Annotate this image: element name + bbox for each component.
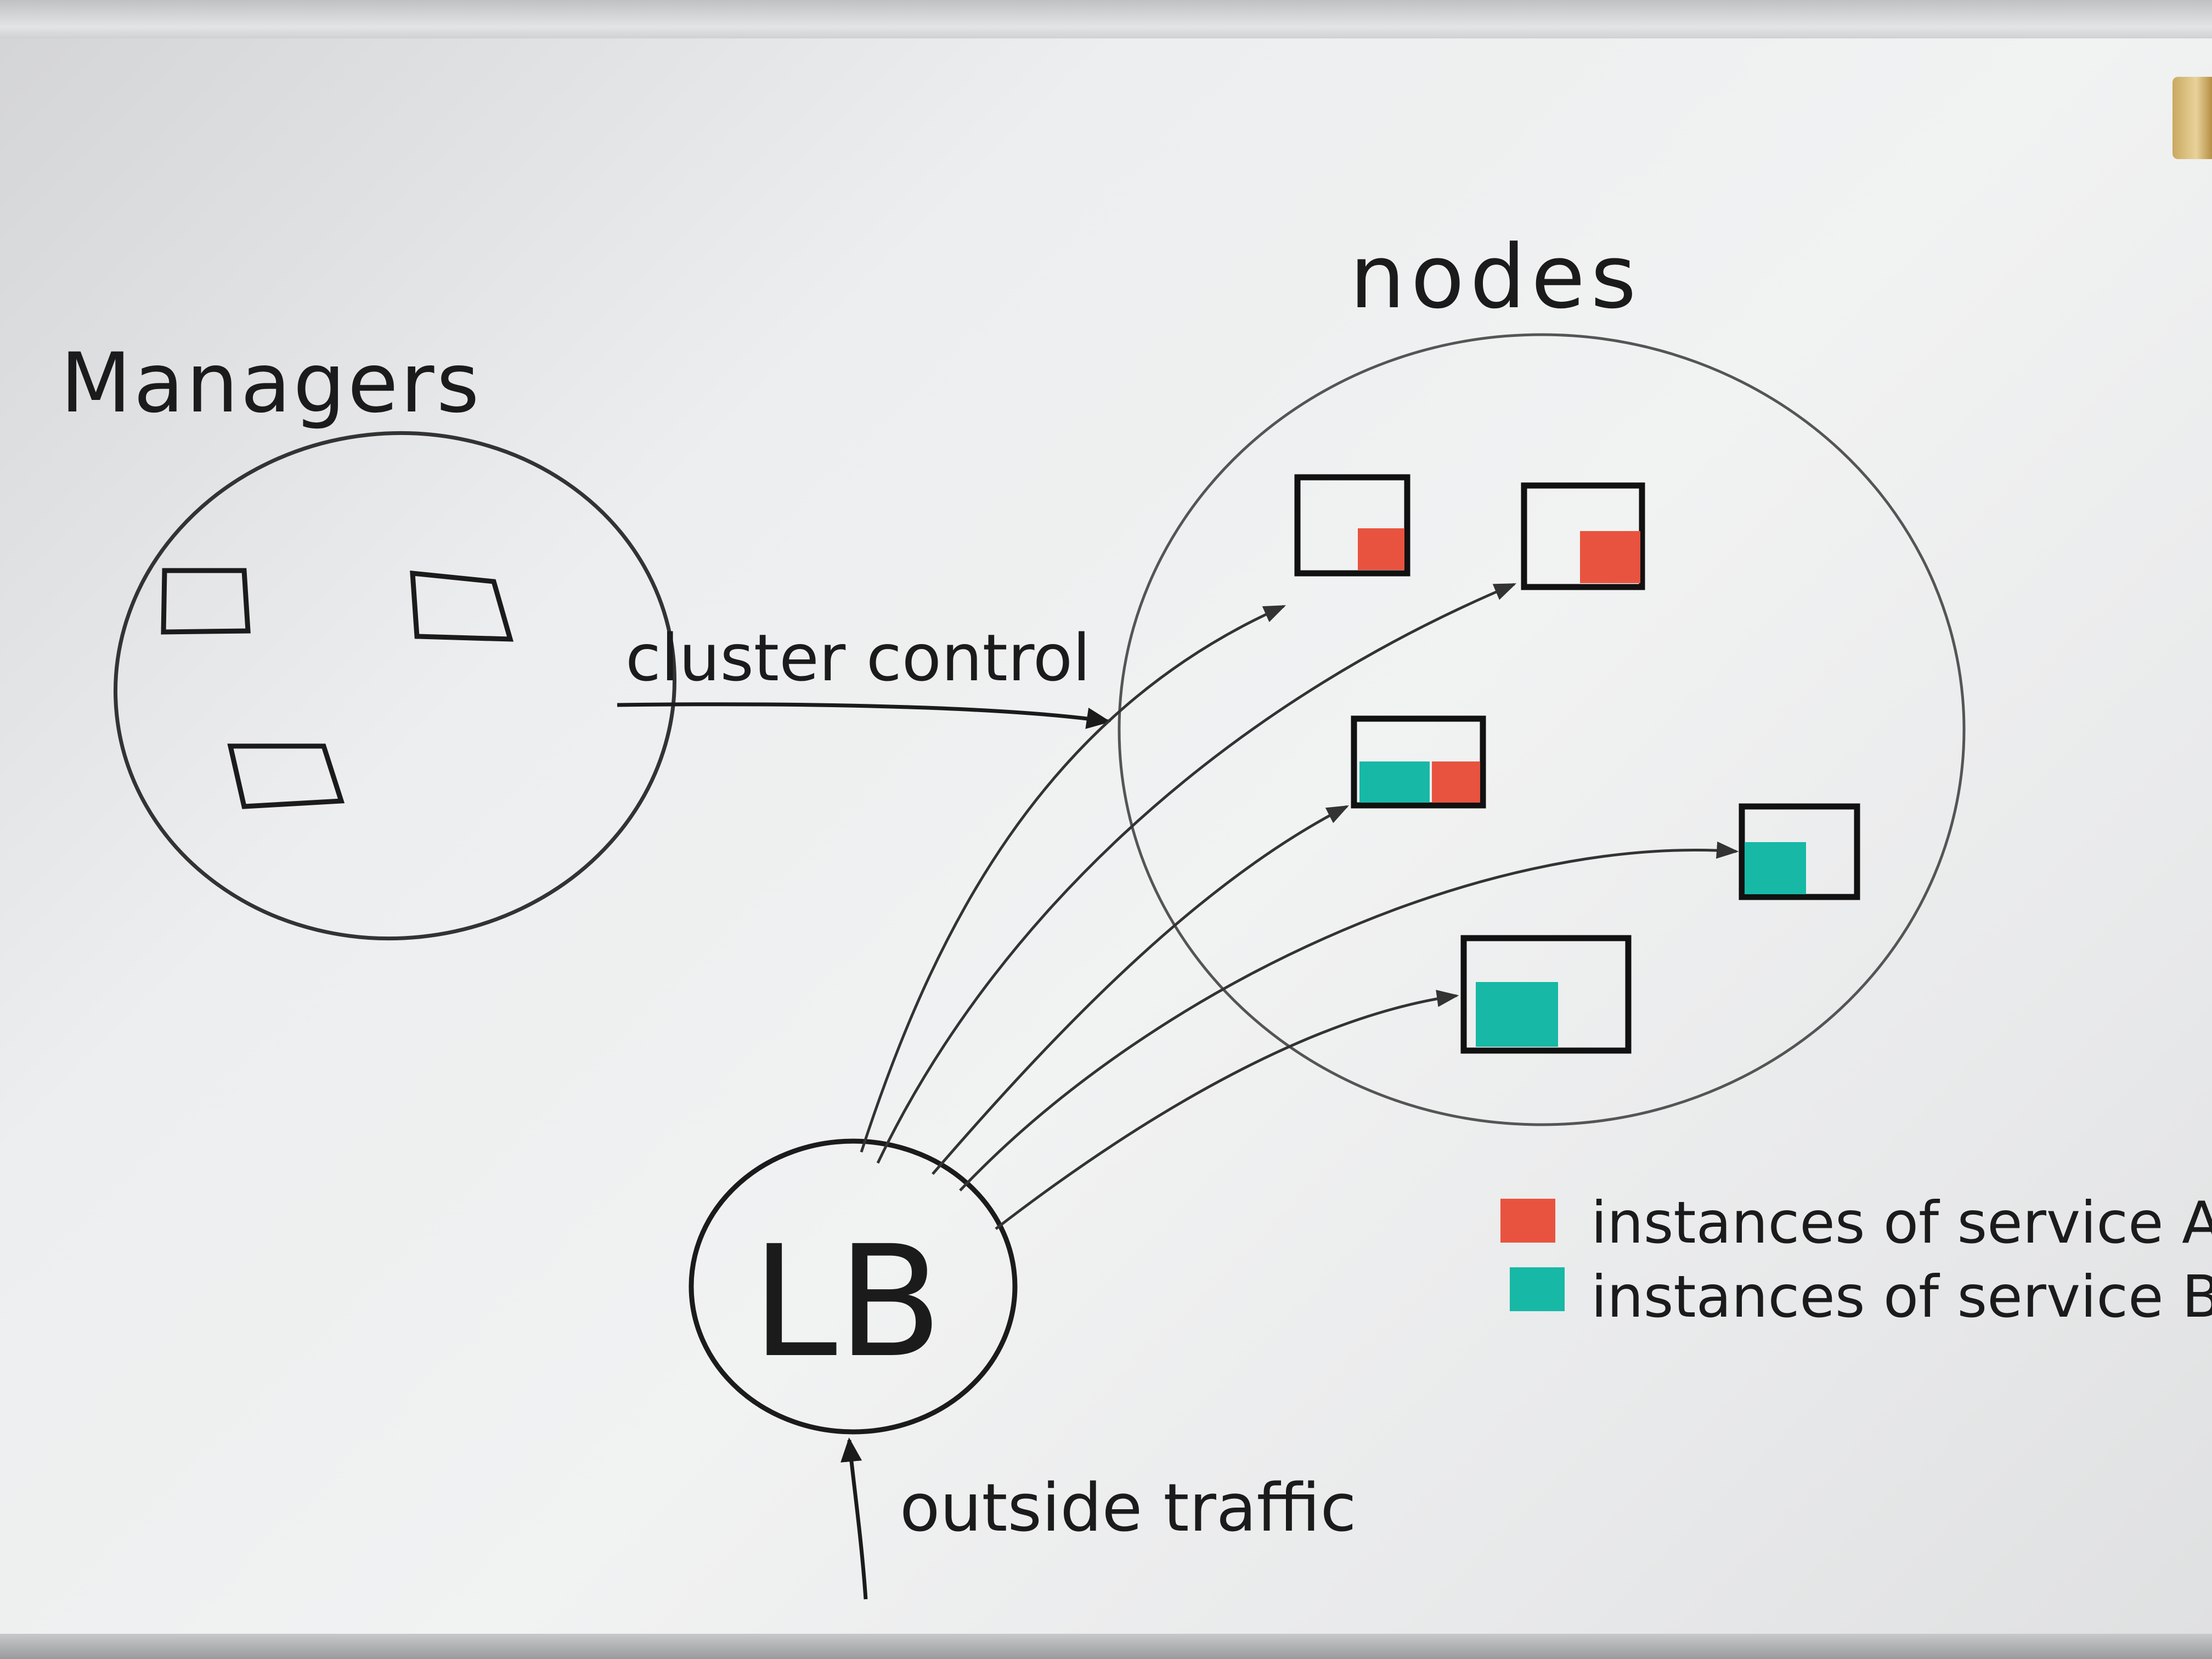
legend-swatch-service-b xyxy=(1510,1267,1565,1311)
nodes-circle xyxy=(1118,333,1966,1126)
managers-label: Managers xyxy=(60,336,482,431)
service-a-instance xyxy=(1432,761,1480,803)
node-box-2 xyxy=(1521,482,1645,590)
nodes-label: nodes xyxy=(1350,225,1642,328)
load-balancer-label: LB xyxy=(752,1213,943,1392)
manager-box-2 xyxy=(410,570,514,642)
managers-circle xyxy=(114,431,676,941)
traffic-arrow-node-5 xyxy=(995,990,1459,1230)
legend-label-service-b: instances of service B xyxy=(1591,1263,2212,1330)
node-box-4 xyxy=(1739,803,1860,900)
node-box-1 xyxy=(1294,474,1410,577)
manager-box-3 xyxy=(227,743,345,809)
traffic-arrow-node-2 xyxy=(876,583,1517,1164)
service-b-instance xyxy=(1476,982,1558,1047)
manager-box-1 xyxy=(161,568,251,635)
outside-traffic-label: outside traffic xyxy=(900,1470,1356,1547)
service-a-instance xyxy=(1580,531,1640,583)
load-balancer-circle xyxy=(689,1138,1018,1435)
cluster-control-arrow xyxy=(617,702,1111,729)
outside-traffic-arrow xyxy=(840,1437,868,1600)
service-b-instance xyxy=(1745,842,1806,894)
node-box-5 xyxy=(1460,935,1632,1054)
traffic-arrow-node-1 xyxy=(860,605,1286,1153)
service-a-instance xyxy=(1358,528,1404,570)
cluster-control-label: cluster control xyxy=(625,620,1091,696)
legend-label-service-a: instances of service A xyxy=(1591,1189,2212,1256)
legend-swatch-service-a xyxy=(1500,1199,1555,1243)
traffic-arrow-node-3 xyxy=(932,805,1350,1175)
whiteboard-marker-tray xyxy=(0,1634,2212,1659)
node-box-3 xyxy=(1351,715,1486,809)
magnet-clip xyxy=(2172,77,2212,159)
traffic-arrow-node-4 xyxy=(959,841,1739,1192)
whiteboard-top-rail xyxy=(0,0,2212,38)
service-b-instance xyxy=(1359,761,1430,803)
